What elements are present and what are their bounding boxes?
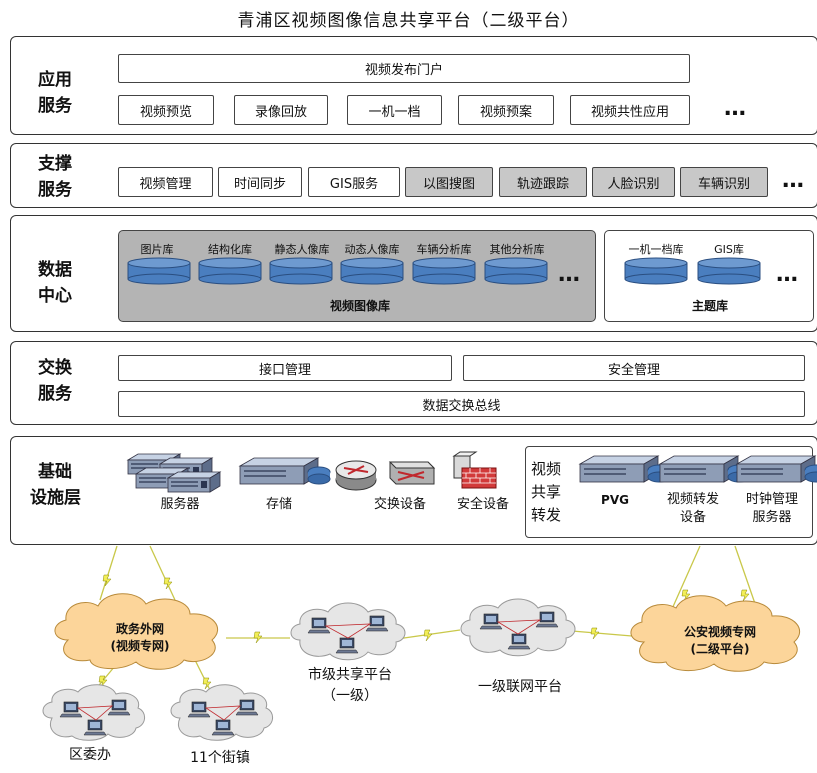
- support-item-face-recognition: 人脸识别: [592, 167, 675, 197]
- db-label-picture: 图片库: [140, 243, 174, 256]
- layer-support-name-line2: 服务: [38, 180, 72, 200]
- app-more-ellipsis: …: [724, 96, 747, 121]
- video-forward-device-label-line2: 设备: [679, 510, 706, 525]
- city-platform-cloud: [290, 602, 406, 661]
- db-label-structured: 结构化库: [208, 243, 252, 256]
- video-share-forward-label-line3: 转发: [531, 506, 562, 524]
- db-label-static-portrait: 静态人像库: [274, 243, 330, 256]
- pvg-label: PVG: [601, 493, 629, 507]
- clock-server-label-line1: 时钟管理: [745, 492, 798, 507]
- layer-exchange-name-line1: 交换: [38, 358, 72, 378]
- db-cylinder-vehicle-analysis: [412, 257, 476, 285]
- video-forward-device-label-line1: 视频转发: [666, 492, 719, 507]
- district-office-label: 区委办: [69, 747, 111, 763]
- db-label-one-device-file: 一机一档库: [628, 243, 684, 256]
- switch-device-label: 交换设备: [373, 497, 426, 512]
- streets-cloud: [170, 684, 273, 741]
- video-share-forward-group: [525, 446, 813, 538]
- support-item-video-management: 视频管理: [118, 167, 213, 197]
- db-cylinder-structured: [198, 257, 262, 285]
- server-label: 服务器: [160, 497, 200, 512]
- gov-network-label-line1: 政务外网: [115, 622, 164, 636]
- link-infra-police-left: [667, 545, 701, 619]
- db-cylinder-picture: [127, 257, 191, 285]
- video-share-forward-label-line2: 共享: [531, 483, 562, 501]
- db-cylinder-gis: [697, 257, 761, 285]
- link-infra-gov-left: [99, 545, 118, 601]
- db-label-vehicle-analysis: 车辆分析库: [416, 243, 472, 256]
- app-item-playback: 录像回放: [234, 95, 328, 125]
- theme-db-label: 主题库: [691, 299, 728, 313]
- layer-exchange-name-line2: 服务: [38, 384, 72, 404]
- police-network-cloud: [630, 595, 801, 672]
- data-exchange-bus-box: 数据交换总线: [118, 391, 805, 417]
- support-item-gis-service: GIS服务: [308, 167, 400, 197]
- city-platform-label-line1: 市级共享平台: [308, 667, 392, 683]
- support-more-ellipsis: …: [782, 168, 805, 193]
- district-office-cloud: [42, 684, 145, 741]
- firewall-icon: [452, 451, 497, 489]
- link-infra-gov-right: [149, 545, 176, 601]
- first-level-platform-label: 一级联网平台: [478, 679, 562, 695]
- support-item-time-sync: 时间同步: [218, 167, 302, 197]
- layer-app-name-line1: 应用: [38, 70, 72, 90]
- app-item-common-app: 视频共性应用: [570, 95, 690, 125]
- support-item-track-tracing: 轨迹跟踪: [499, 167, 587, 197]
- layer-data-name-line1: 数据: [38, 260, 72, 280]
- police-network-label-line2: (二级平台): [690, 642, 750, 656]
- db-label-other-analysis: 其他分析库: [489, 243, 545, 256]
- layer-infra-name-line2: 设施层: [30, 488, 81, 508]
- video-portal-box: 视频发布门户: [118, 54, 690, 83]
- gov-network-cloud: [54, 593, 219, 670]
- gov-network-label-line2: (视频专网): [110, 639, 170, 653]
- first-level-platform-cloud: [460, 598, 576, 657]
- interface-management-box: 接口管理: [118, 355, 452, 381]
- layer-infra-name-line1: 基础: [38, 462, 72, 482]
- db-label-gis: GIS库: [714, 243, 744, 256]
- security-device-label: 安全设备: [456, 497, 509, 512]
- db-cylinder-one-device-file: [624, 257, 688, 285]
- app-item-video-plan: 视频预案: [458, 95, 554, 125]
- clock-server-label-line2: 服务器: [752, 510, 792, 525]
- city-platform-label-line2: （一级）: [322, 688, 378, 704]
- support-item-vehicle-recognition: 车辆识别: [680, 167, 768, 197]
- video-image-db-label: 视频图像库: [329, 299, 390, 313]
- db-cylinder-other-analysis: [484, 257, 548, 285]
- db-cylinder-static-portrait: [269, 257, 333, 285]
- db-cylinder-dynamic-portrait: [340, 257, 404, 285]
- security-management-box: 安全管理: [463, 355, 805, 381]
- db-label-dynamic-portrait: 动态人像库: [344, 243, 400, 256]
- streets-label: 11个街镇: [190, 750, 250, 766]
- police-network-label-line1: 公安视频专网: [683, 625, 756, 639]
- page-title: 青浦区视频图像信息共享平台（二级平台）: [237, 11, 580, 31]
- storage-label: 存储: [265, 497, 292, 512]
- app-item-one-device-one-file: 一机一档: [347, 95, 442, 125]
- data-video-more-ellipsis: …: [558, 262, 581, 287]
- support-item-image-search: 以图搜图: [405, 167, 493, 197]
- layer-support-name-line1: 支撑: [38, 154, 72, 174]
- layer-data-name-line2: 中心: [38, 286, 72, 306]
- layer-app-name-line2: 服务: [38, 96, 72, 116]
- video-share-forward-label-line1: 视频: [531, 460, 562, 478]
- data-theme-more-ellipsis: …: [776, 262, 799, 287]
- switch-icon: [335, 460, 436, 491]
- app-item-video-preview: 视频预览: [118, 95, 214, 125]
